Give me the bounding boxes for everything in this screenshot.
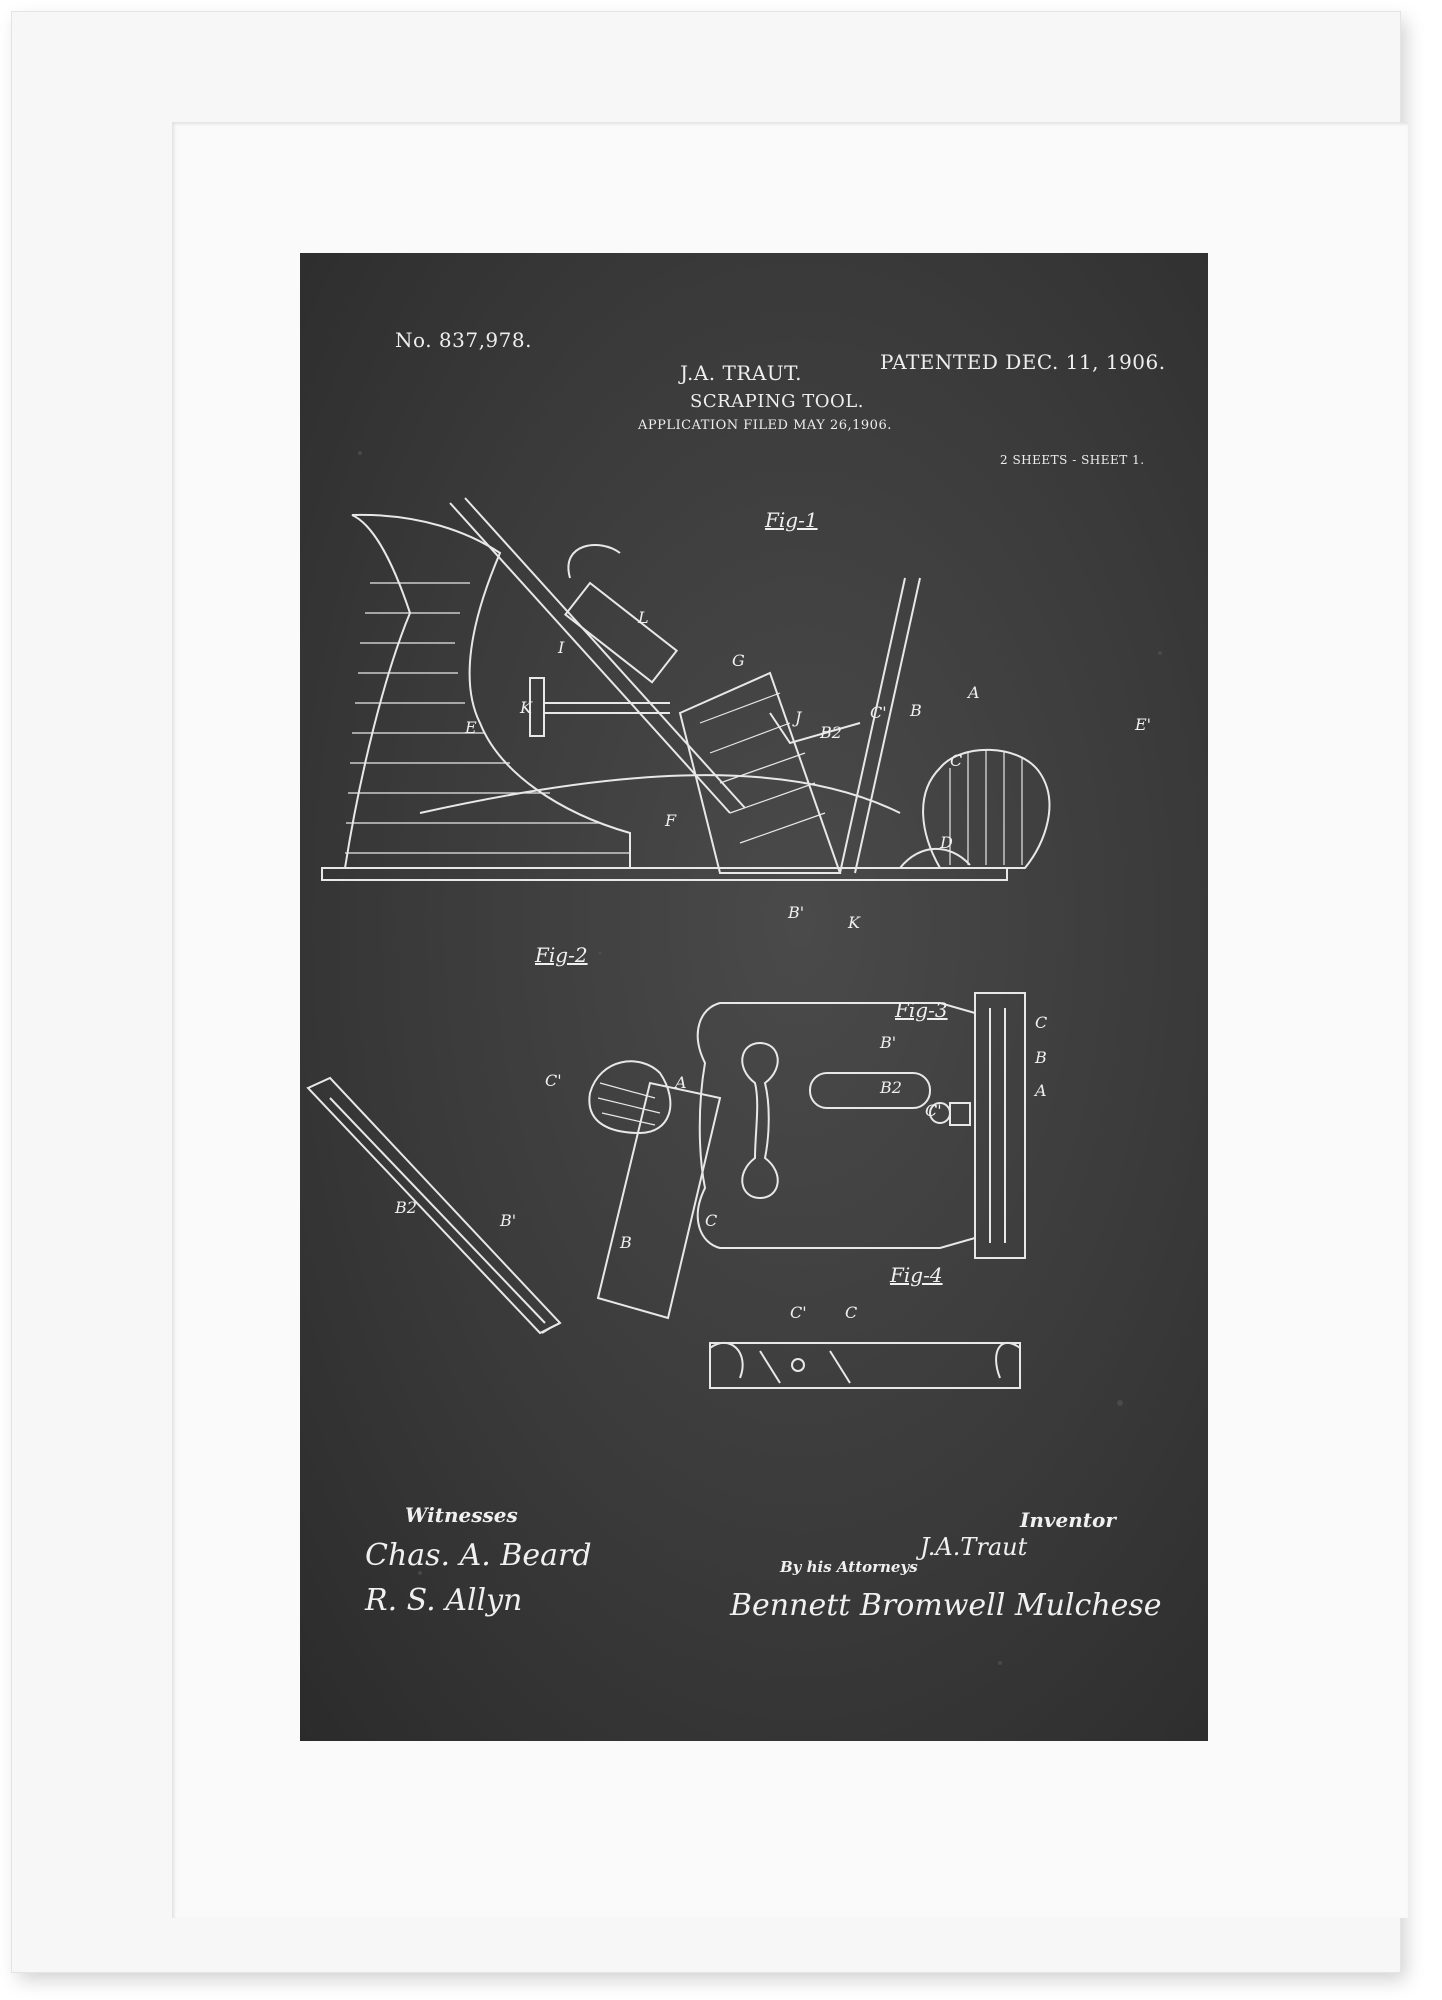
fig3-label: A [1035,1081,1047,1100]
fig3-label: B [1035,1048,1047,1067]
witnesses-label: Witnesses [405,1503,518,1527]
fig1-label: F [665,811,677,830]
fig1-label: B [910,701,922,720]
sheet-count: 2 SHEETS - SHEET 1. [1000,453,1145,467]
fig4-label: C' [790,1303,807,1322]
inventor-label: Inventor [1020,1508,1116,1532]
fig3-label: C' [925,1101,942,1120]
fig3-drawing [696,992,1026,1259]
fig1-drawing [321,497,1051,881]
patent-poster: No. 837,978. PATENTED DEC. 11, 1906. J.A… [300,253,1208,1741]
fig2-caption: Fig-2 [535,943,588,967]
fig1-label: I [558,638,565,657]
fig4-label: C [845,1303,858,1322]
fig1-caption: Fig-1 [765,508,818,532]
patent-drawings [306,451,1162,1665]
fig1-label: B2 [820,723,842,742]
fig2-drawing [306,1060,722,1335]
fig2-label: C' [545,1071,562,1090]
fig1-label: D [940,833,953,852]
fig3-label: C [1035,1013,1048,1032]
application-filed: APPLICATION FILED MAY 26,1906. [638,418,892,433]
fig3-label: B' [880,1033,897,1052]
witness-signature-2: R. S. Allyn [365,1583,523,1618]
patent-number: No. 837,978. [395,328,532,352]
witness-signature-1: Chas. A. Beard [365,1538,592,1573]
fig1-label: C' [870,703,887,722]
fig4-caption: Fig-4 [890,1263,943,1287]
fig1-label: E [465,718,477,737]
fig1-label: K [520,698,532,717]
fig2-label: B' [500,1211,517,1230]
fig4-drawing [709,1341,1021,1389]
fig1-label: B' [788,903,805,922]
fig1-label: G [732,651,745,670]
attorneys-label: By his Attorneys [780,1558,918,1576]
fig3-caption: Fig-3 [895,998,948,1022]
patent-date: PATENTED DEC. 11, 1906. [880,350,1166,374]
fig2-label: C [705,1211,718,1230]
inventor-signature: J.A.Traut [920,1533,1028,1561]
fig1-label: E' [1135,715,1152,734]
inventor-name: J.A. TRAUT. [680,361,802,385]
fig1-label: J [795,708,802,727]
fig1-label: L [638,608,649,627]
fig2-label: B [620,1233,632,1252]
fig2-label: B2 [395,1198,417,1217]
fig2-label: A [675,1073,687,1092]
fig1-label: A [968,683,980,702]
fig3-label: B2 [880,1078,902,1097]
fig1-label: C [950,751,963,770]
attorneys-signature: Bennett Bromwell Mulchese [730,1588,1162,1623]
invention-title: SCRAPING TOOL. [690,391,864,412]
fig1-label: K [848,913,860,932]
